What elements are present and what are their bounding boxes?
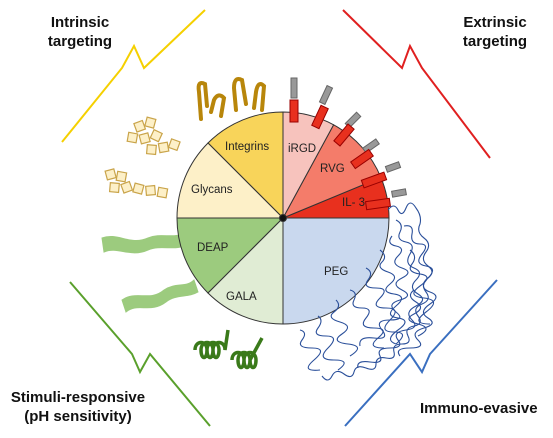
extrinsic-ligands — [289, 77, 407, 211]
label-peg: PEG — [324, 266, 348, 278]
label-extrinsic-targeting: Extrinsic targeting — [462, 14, 528, 50]
integrin-structures — [196, 77, 267, 121]
gala-coils — [193, 329, 264, 370]
bracket-intrinsic — [61, 9, 206, 143]
segment-integrins — [207, 111, 284, 220]
label-irgd: iRGD — [288, 143, 316, 155]
label-stimuli-responsive: Stimuli-responsive (pH sensitivity) — [10, 389, 146, 425]
label-glycans: Glycans — [191, 184, 233, 196]
glycan-structures — [104, 116, 181, 199]
bracket-stimuli — [69, 281, 211, 427]
label-gala: GALA — [226, 291, 257, 303]
bracket-immuno — [344, 279, 498, 427]
label-rvg: RVG — [320, 163, 345, 175]
label-il3: IL- 3 — [342, 197, 365, 209]
segment-deap — [176, 217, 285, 294]
segment-irgd — [282, 111, 335, 219]
label-intrinsic-targeting: Intrinsic targeting — [47, 14, 113, 50]
label-integrins: Integrins — [225, 141, 269, 153]
bracket-extrinsic — [342, 9, 491, 159]
peg-polymer — [299, 202, 437, 381]
segment-peg — [282, 217, 390, 325]
label-deap: DEAP — [197, 242, 229, 254]
label-immuno-evasive: Immuno-evasive — [420, 400, 538, 417]
pie-center-dot — [279, 214, 287, 222]
segment-gala — [207, 216, 284, 325]
pie-chart — [176, 111, 390, 325]
segment-glycans — [176, 142, 285, 219]
